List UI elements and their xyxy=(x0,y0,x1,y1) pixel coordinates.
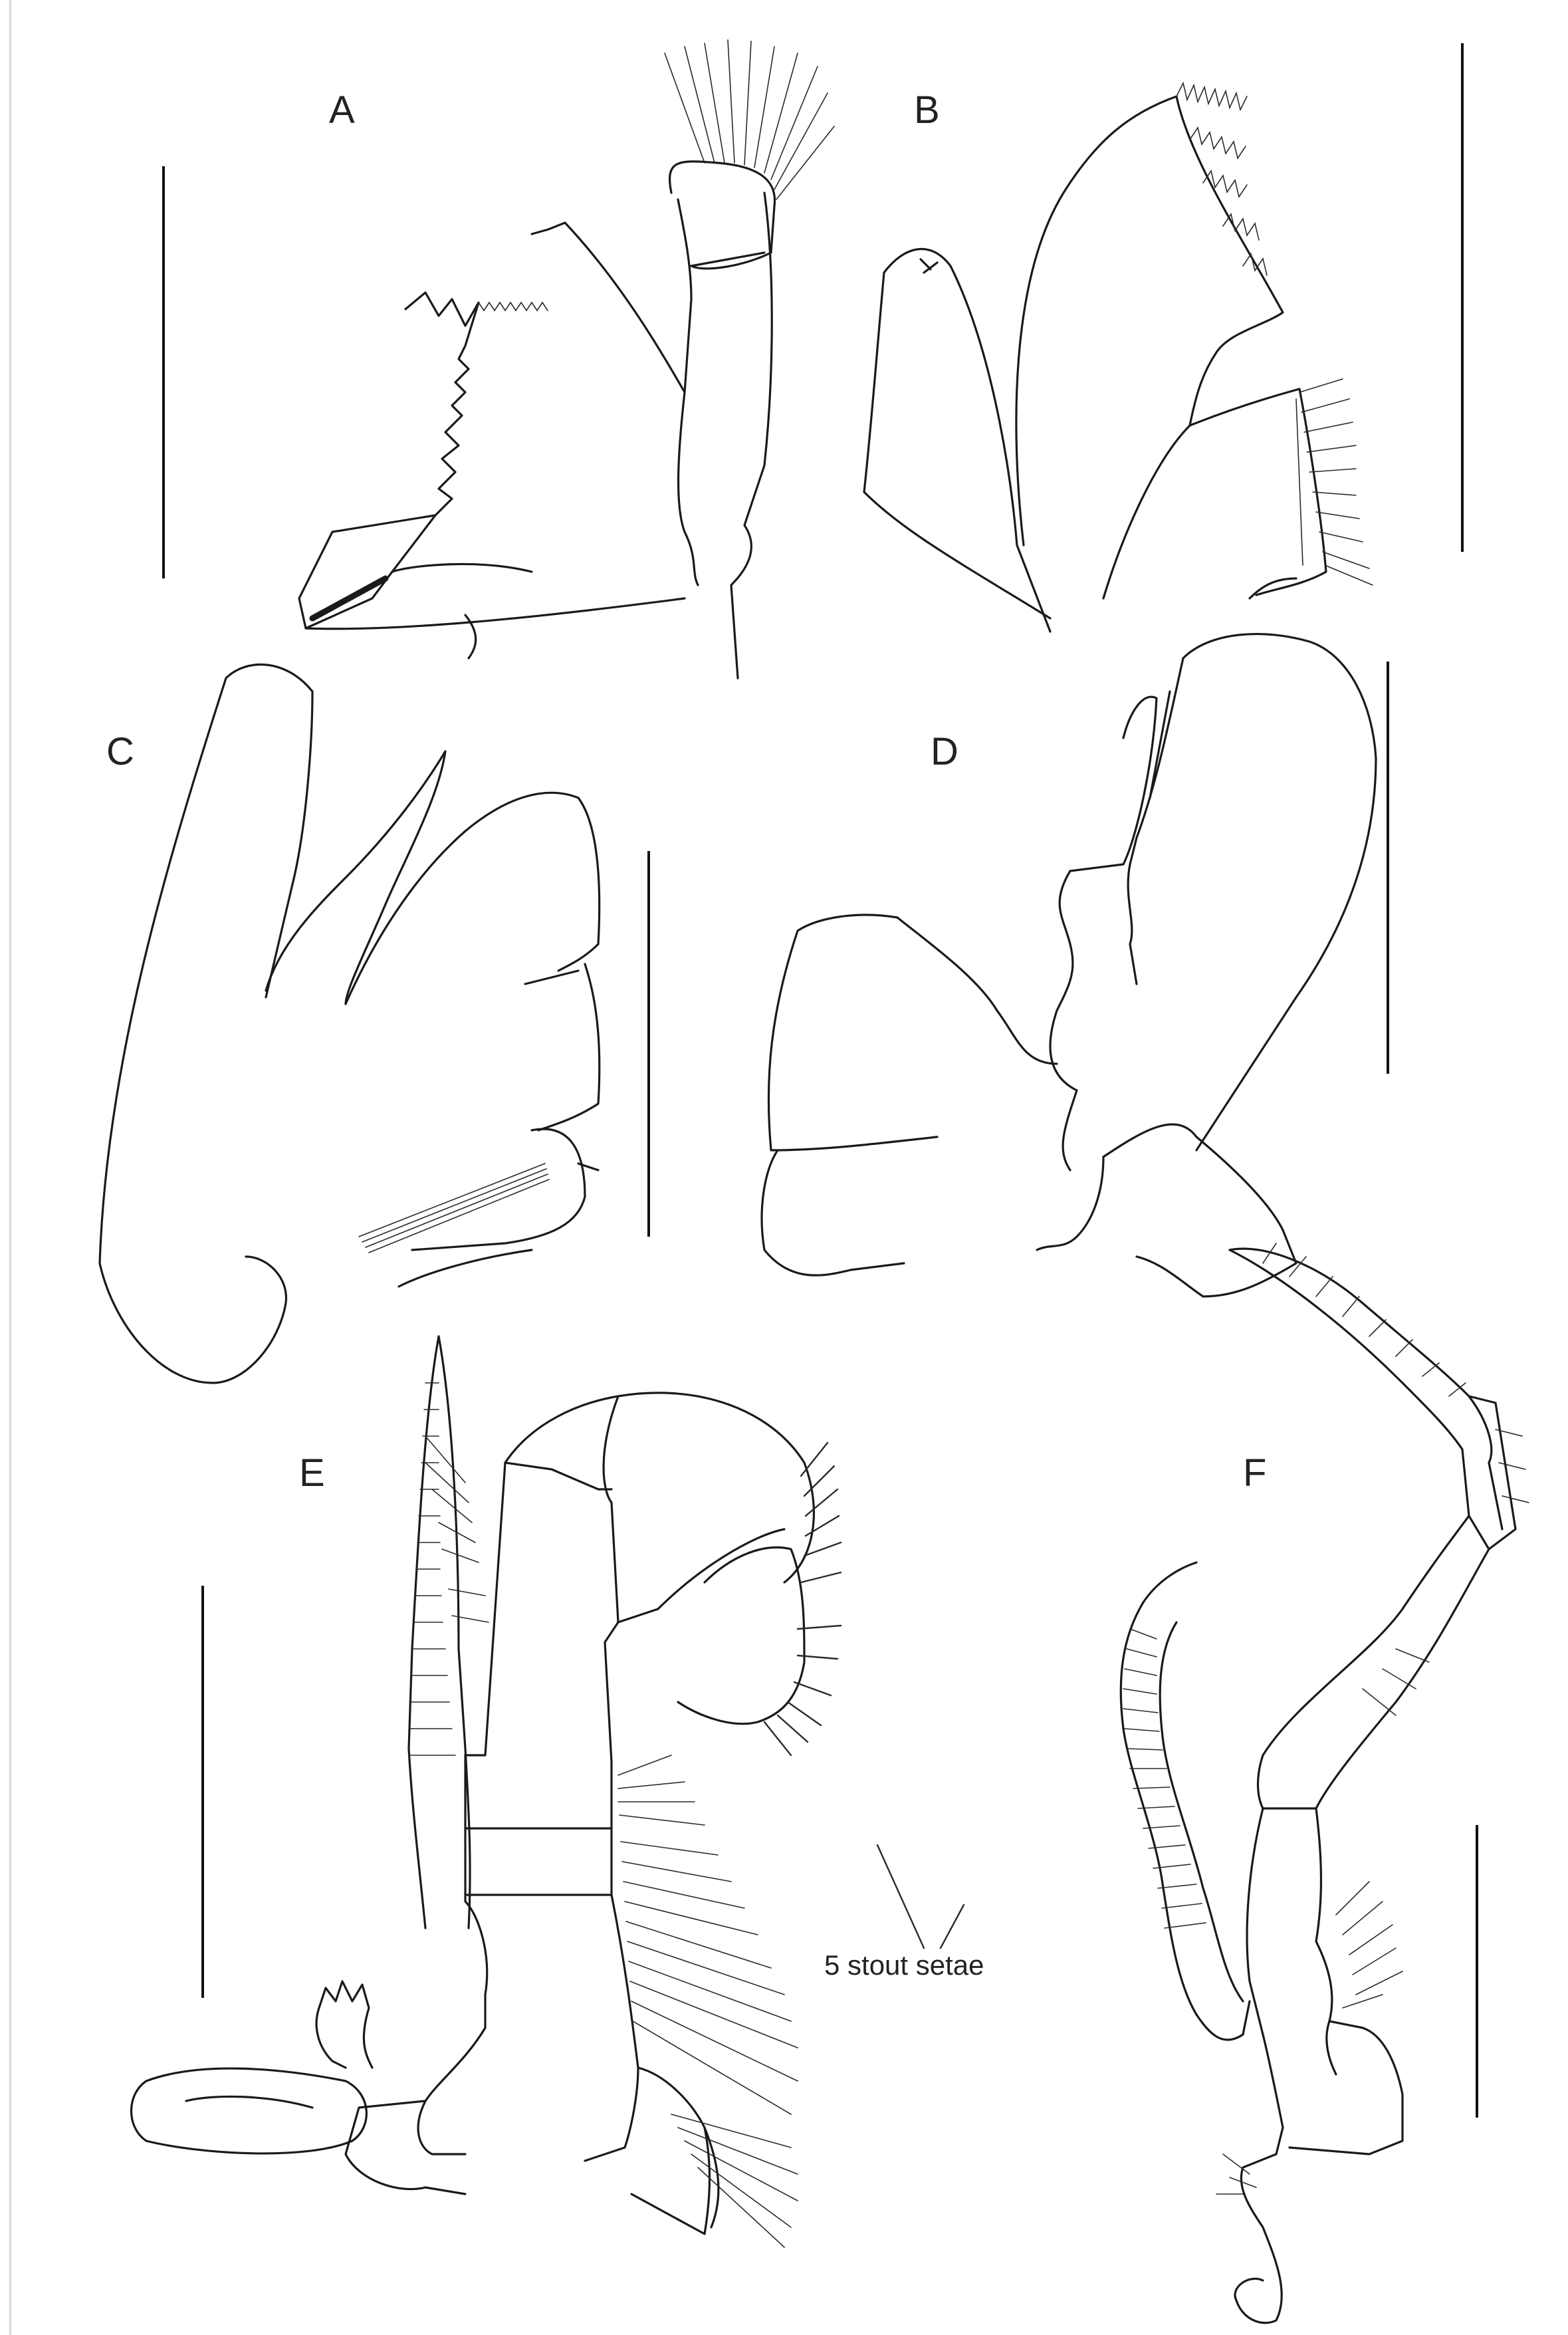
panel-a-drawing xyxy=(298,39,835,679)
panel-e: E 5 stout setae xyxy=(130,1335,984,2248)
panel-e-drawing xyxy=(130,1335,842,2248)
panel-d-drawing xyxy=(760,633,1377,1298)
panel-f: F xyxy=(1119,1243,1529,2324)
panel-c: C xyxy=(98,663,650,1384)
annotation-leader-1 xyxy=(876,1844,925,1949)
panel-b-label: B xyxy=(914,88,940,132)
panel-f-drawing xyxy=(1119,1243,1529,2324)
panel-b: B xyxy=(863,43,1464,633)
panel-d: D xyxy=(760,633,1389,1298)
panel-b-drawing xyxy=(863,81,1373,633)
panel-f-label: F xyxy=(1243,1451,1266,1495)
panel-d-label: D xyxy=(931,730,958,773)
plate-border xyxy=(9,0,11,2335)
panel-e-label: E xyxy=(299,1451,325,1495)
panel-c-drawing xyxy=(98,663,601,1384)
panel-c-label: C xyxy=(106,730,134,773)
setae-annotation: 5 stout setae xyxy=(824,1949,984,1981)
annotation-leader-2 xyxy=(939,1904,965,1949)
panel-a: A xyxy=(162,39,835,679)
panel-a-label: A xyxy=(329,88,355,132)
